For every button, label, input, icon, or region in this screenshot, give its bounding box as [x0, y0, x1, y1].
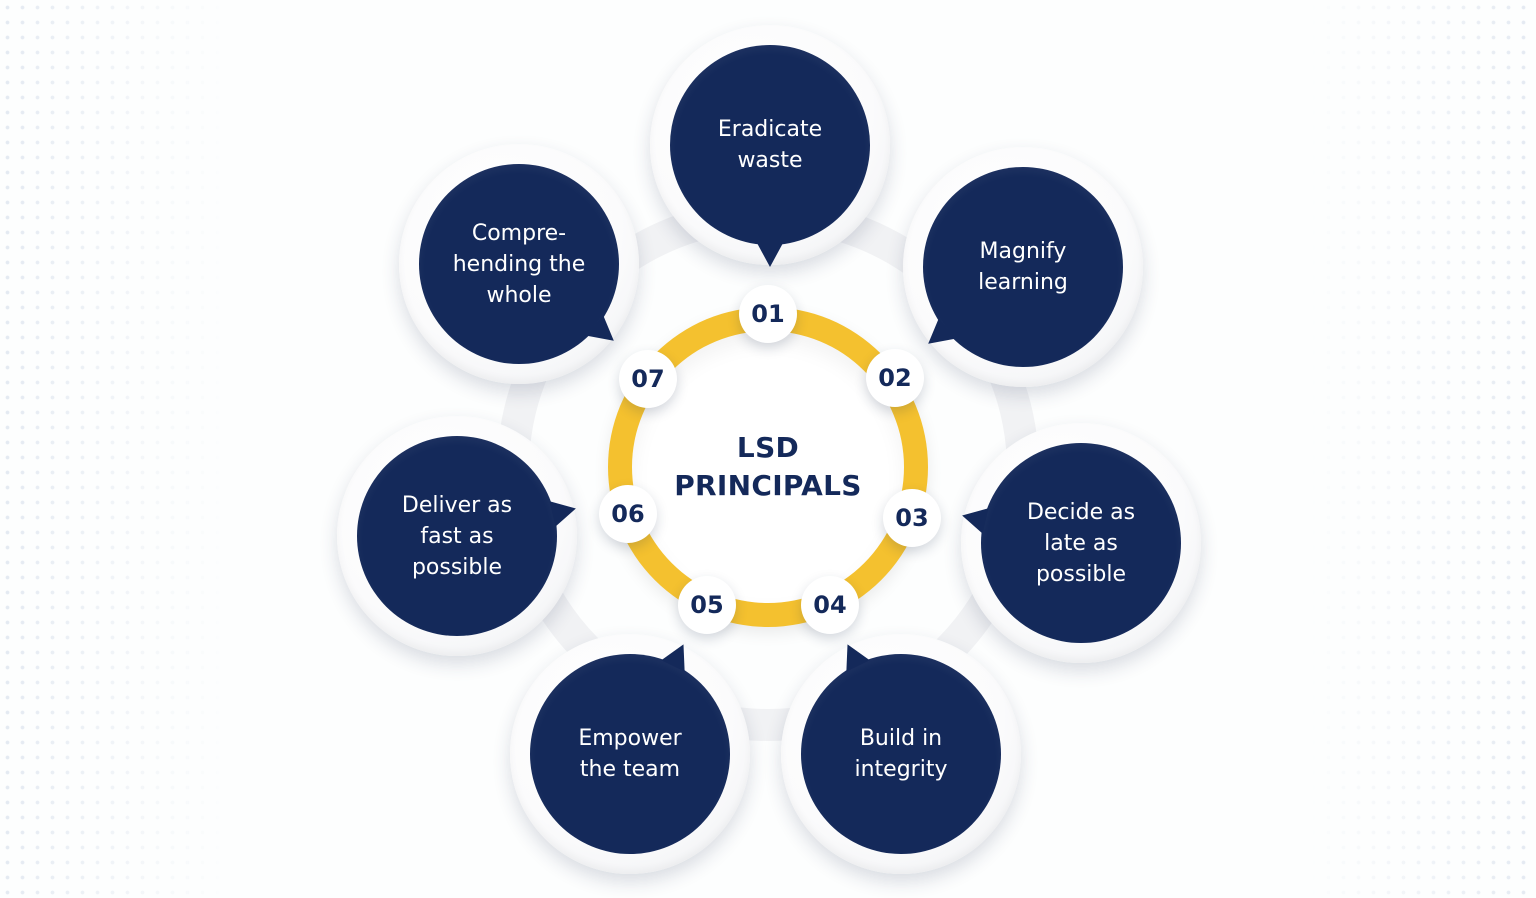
principle-label-03: Decide as late as possible [1026, 499, 1136, 587]
principle-label-04: Build in integrity [854, 726, 948, 782]
background-dot-pattern-left [0, 0, 230, 898]
principle-bubble-05: Empower the team [530, 654, 730, 854]
principle-label-01: Eradicate waste [717, 117, 823, 173]
principle-label-06: Deliver as fast as possible [401, 492, 513, 580]
principle-bubble-07: Compre- hending the whole [419, 164, 619, 364]
principle-bubble-03: Decide as late as possible [981, 443, 1181, 643]
principle-label-02: Magnify learning [978, 239, 1068, 295]
number-node-07: 07 [619, 350, 677, 408]
principle-bubble-02: Magnify learning [923, 167, 1123, 367]
number-node-06: 06 [599, 485, 657, 543]
number-node-05: 05 [678, 576, 736, 634]
background-dot-pattern-right [1306, 0, 1536, 898]
principle-bubble-04: Build in integrity [801, 654, 1001, 854]
principle-bubble-06: Deliver as fast as possible [357, 436, 557, 636]
principle-bubble-01: Eradicate waste [670, 45, 870, 245]
number-node-03: 03 [883, 489, 941, 547]
center-disc: LSD PRINCIPALS [632, 331, 904, 603]
number-node-04: 04 [801, 576, 859, 634]
principle-label-07: Compre- hending the whole [452, 220, 586, 308]
number-node-01: 01 [739, 285, 797, 343]
principle-label-05: Empower the team [578, 726, 682, 782]
number-node-02: 02 [866, 349, 924, 407]
center-title: LSD PRINCIPALS [674, 431, 862, 502]
